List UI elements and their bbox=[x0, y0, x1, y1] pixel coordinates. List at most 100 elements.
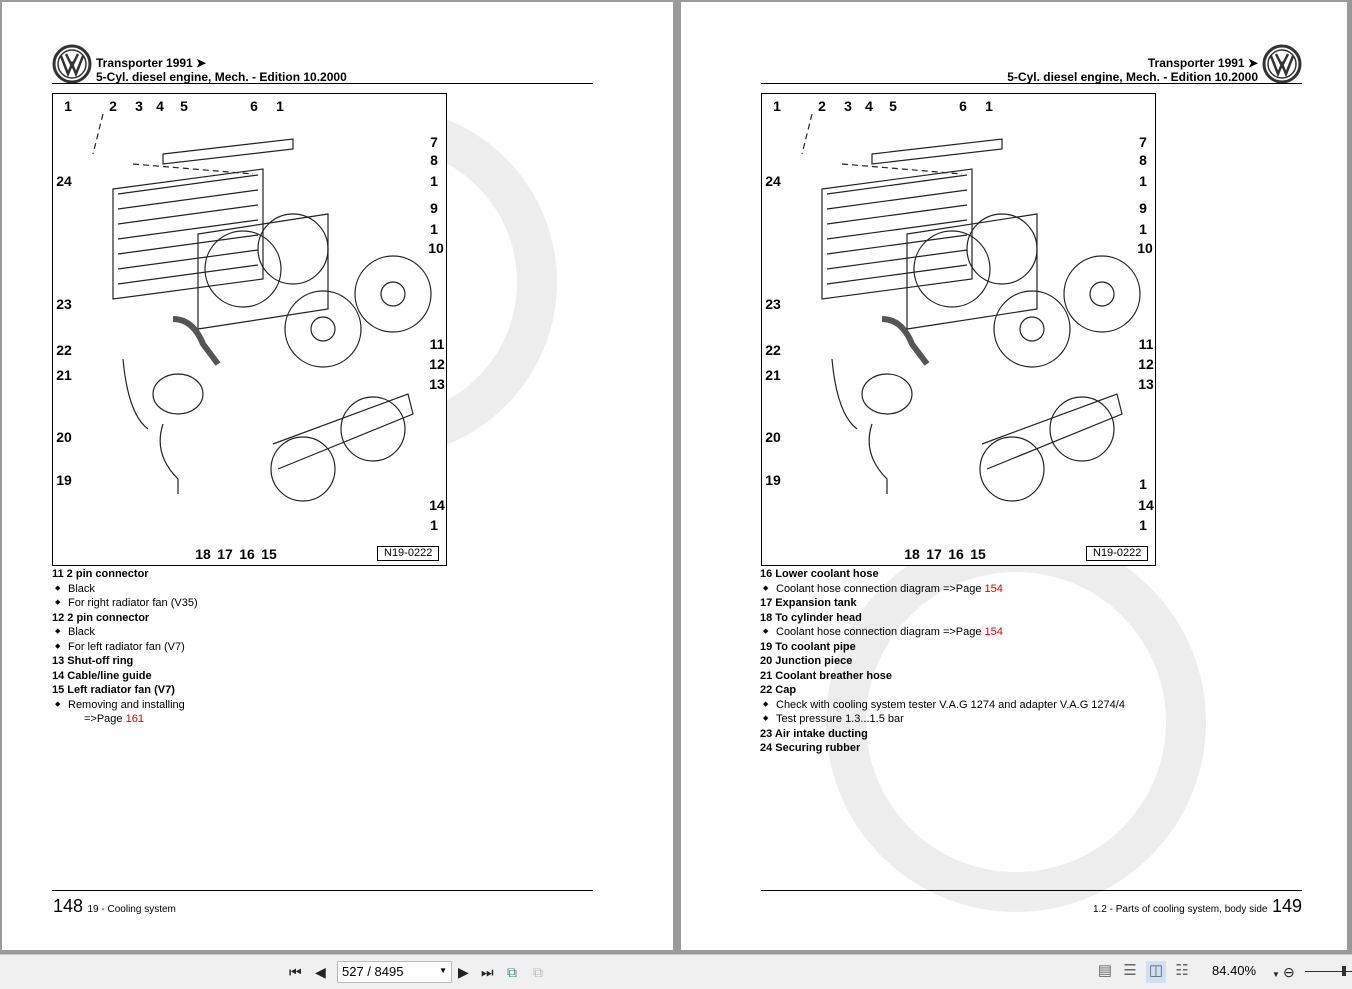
callout-22: 22 bbox=[765, 342, 781, 358]
viewer-toolbar: ⏮ ◀ 527 / 8495 ▼ ▶ ⏭ ⧉ ⧉ ▤ ☰ ◫ ☷ 84.40% ▼… bbox=[0, 954, 1352, 989]
part-note: For left radiator fan (V7) bbox=[52, 640, 198, 655]
part-title: 19 To coolant pipe bbox=[760, 640, 856, 653]
callout-15: 15 bbox=[970, 546, 986, 562]
callout-3: 3 bbox=[135, 98, 143, 114]
part-title: 21 Coolant breather hose bbox=[760, 669, 893, 682]
continuous-facing-view-button[interactable]: ☷ bbox=[1175, 962, 1189, 979]
part-title: 17 Expansion tank bbox=[760, 597, 857, 609]
previous-page-button[interactable]: ◀ bbox=[315, 964, 326, 980]
list-item: 22 CapCheck with cooling system tester V… bbox=[760, 683, 1125, 727]
next-page-button[interactable]: ▶ bbox=[458, 964, 469, 980]
part-title: 20 Junction piece bbox=[760, 655, 853, 667]
zoom-dropdown-icon[interactable]: ▼ bbox=[1272, 970, 1280, 979]
page-link[interactable]: 154 bbox=[984, 626, 1003, 638]
callout-14: 14 bbox=[429, 497, 445, 513]
footer-divider bbox=[52, 890, 593, 891]
zoom-slider[interactable] bbox=[1305, 971, 1352, 972]
list-item: 19 To coolant pipe bbox=[760, 640, 1125, 655]
zoom-out-button[interactable]: ⊖ bbox=[1283, 964, 1295, 980]
single-page-view-button[interactable]: ▤ bbox=[1097, 962, 1113, 979]
callout-5: 5 bbox=[889, 98, 897, 114]
part-note: Black bbox=[52, 582, 198, 597]
parts-list: 16 Lower coolant hoseCoolant hose connec… bbox=[760, 567, 1125, 756]
part-title: 15 Left radiator fan (V7) bbox=[52, 684, 175, 696]
note-text: For right radiator fan (V35) bbox=[68, 597, 198, 609]
note-text: Removing and installing bbox=[68, 698, 185, 711]
callout-23: 23 bbox=[765, 296, 781, 312]
callout-16: 16 bbox=[948, 546, 964, 562]
callout-7: 7 bbox=[1139, 134, 1147, 150]
dropdown-arrow-icon[interactable]: ▼ bbox=[439, 966, 447, 975]
page-footer: 1.2 - Parts of cooling system, body side… bbox=[1093, 896, 1302, 917]
previous-view-button[interactable]: ⧉ bbox=[507, 964, 517, 980]
next-view-button[interactable]: ⧉ bbox=[533, 964, 543, 980]
part-title: 13 Shut-off ring bbox=[52, 655, 134, 667]
zoom-level[interactable]: 84.40% bbox=[1212, 963, 1257, 978]
part-note: Coolant hose connection diagram =>Page 1… bbox=[760, 625, 1125, 640]
callout-1: 1 bbox=[64, 98, 72, 114]
part-title: 18 To cylinder head bbox=[760, 611, 862, 624]
note-text: Test pressure 1.3...1.5 bar bbox=[776, 713, 904, 725]
callout-7: 7 bbox=[430, 134, 438, 150]
callout-2: 2 bbox=[109, 98, 117, 114]
page-footer: 148 19 - Cooling system bbox=[53, 896, 176, 917]
header-title: Transporter 1991 ➤ bbox=[1147, 56, 1258, 70]
callout-1: 1 bbox=[430, 517, 438, 533]
part-note: Test pressure 1.3...1.5 bar bbox=[760, 712, 1125, 727]
list-item: 15 Left radiator fan (V7) Removing and in… bbox=[52, 683, 198, 727]
callout-13: 13 bbox=[1138, 376, 1154, 392]
page-link[interactable]: 154 bbox=[984, 582, 1003, 595]
list-item: 11 2 pin connectorBlackFor right radiato… bbox=[52, 567, 198, 611]
diagram-illustration bbox=[801, 113, 1141, 502]
callout-15: 15 bbox=[261, 546, 277, 562]
callout-1: 1 bbox=[430, 221, 438, 237]
callout-20: 20 bbox=[765, 429, 781, 445]
list-item: 18 To cylinder headCoolant hose connecti… bbox=[760, 611, 1125, 640]
page-field-value: 527 / 8495 bbox=[342, 964, 404, 979]
part-title: 16 Lower coolant hose bbox=[760, 568, 879, 580]
page-number: 149 bbox=[1271, 896, 1302, 916]
callout-12: 12 bbox=[429, 356, 445, 372]
callout-18: 18 bbox=[195, 546, 211, 562]
callout-8: 8 bbox=[430, 152, 438, 168]
section-name: 19 - Cooling system bbox=[87, 904, 176, 915]
note-text: Coolant hose connection diagram =>Page bbox=[776, 626, 985, 638]
part-note: Black bbox=[52, 625, 198, 640]
callout-17: 17 bbox=[926, 546, 942, 562]
part-title: 22 Cap bbox=[760, 684, 797, 696]
facing-view-button[interactable]: ◫ bbox=[1146, 961, 1166, 983]
last-page-button[interactable]: ⏭ bbox=[481, 964, 494, 980]
vw-logo-icon bbox=[52, 44, 92, 84]
page-reference: =>Page 161 bbox=[52, 712, 198, 727]
callout-13: 13 bbox=[429, 376, 445, 392]
callout-2: 2 bbox=[818, 98, 826, 114]
part-title: 14 Cable/line guide bbox=[52, 669, 152, 682]
callout-21: 21 bbox=[765, 367, 781, 383]
page-number-field[interactable]: 527 / 8495 ▼ bbox=[337, 961, 452, 983]
callout-1: 1 bbox=[773, 98, 781, 114]
callout-17: 17 bbox=[217, 546, 233, 562]
callout-9: 9 bbox=[430, 200, 438, 216]
header-divider bbox=[52, 83, 593, 84]
footer-divider bbox=[761, 890, 1302, 891]
part-title: 23 Air intake ducting bbox=[760, 727, 868, 740]
vw-logo-icon bbox=[1262, 44, 1302, 84]
callout-1: 1 bbox=[276, 98, 284, 114]
part-title: 24 Securing rubber bbox=[760, 742, 861, 754]
callout-21: 21 bbox=[56, 367, 72, 383]
part-note: For right radiator fan (V35) bbox=[52, 596, 198, 611]
first-page-button[interactable]: ⏮ bbox=[289, 964, 302, 980]
page-number: 148 bbox=[53, 896, 84, 916]
part-note: Removing and installing bbox=[52, 698, 198, 713]
callout-1: 1 bbox=[1139, 221, 1147, 237]
continuous-view-button[interactable]: ☰ bbox=[1123, 962, 1137, 979]
callout-18: 18 bbox=[904, 546, 920, 562]
list-item: 24 Securing rubber bbox=[760, 741, 1125, 756]
callout-5: 5 bbox=[180, 98, 188, 114]
page-link[interactable]: 161 bbox=[125, 713, 144, 725]
header-title: Transporter 1991 ➤ bbox=[96, 56, 207, 70]
callout-24: 24 bbox=[765, 173, 781, 189]
left-page: Transporter 1991 ➤ 5-Cyl. diesel engine,… bbox=[2, 2, 673, 950]
zoom-slider-handle[interactable] bbox=[1342, 966, 1346, 976]
